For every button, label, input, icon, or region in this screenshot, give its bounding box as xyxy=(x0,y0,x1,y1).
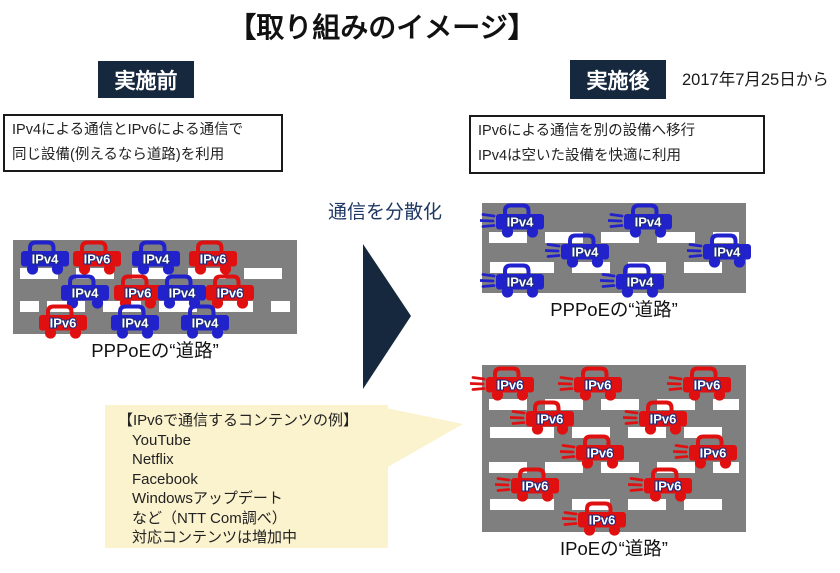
car-ipv4: IPv4 xyxy=(598,261,666,299)
lane-divider xyxy=(489,399,739,410)
svg-text:IPv6: IPv6 xyxy=(655,479,682,494)
ipv6-content-bubble: 【IPv6で通信するコンテンツの例】 YouTube Netflix Faceb… xyxy=(105,405,388,548)
svg-text:IPv6: IPv6 xyxy=(537,412,564,427)
lane-divider xyxy=(489,427,739,438)
car-ipv4: IPv4 xyxy=(95,302,161,340)
svg-text:IPv4: IPv4 xyxy=(507,275,535,290)
svg-text:IPv4: IPv4 xyxy=(169,286,197,301)
car-ipv6: IPv6 xyxy=(98,272,164,310)
road-caption-after-ipoe: IPoEの“道路” xyxy=(560,538,668,559)
svg-text:IPv6: IPv6 xyxy=(589,513,616,528)
car-ipv6: IPv6 xyxy=(626,465,694,503)
svg-text:IPv6: IPv6 xyxy=(700,446,727,461)
svg-text:IPv6: IPv6 xyxy=(84,252,111,267)
car-ipv6: IPv6 xyxy=(57,238,123,276)
svg-text:IPv4: IPv4 xyxy=(572,245,600,260)
car-ipv4: IPv4 xyxy=(685,231,753,269)
car-ipv4: IPv4 xyxy=(5,238,71,276)
before-info-line-1: IPv4による通信とIPv6による通信で xyxy=(12,122,244,138)
svg-text:IPv6: IPv6 xyxy=(522,479,549,494)
svg-text:IPv4: IPv4 xyxy=(192,316,220,331)
svg-text:IPv4: IPv4 xyxy=(635,215,663,230)
svg-text:IPv4: IPv4 xyxy=(507,215,535,230)
flow-arrow-icon xyxy=(363,244,411,389)
svg-text:IPv6: IPv6 xyxy=(650,412,677,427)
svg-text:IPv6: IPv6 xyxy=(200,252,227,267)
lane-divider xyxy=(20,301,290,312)
bubble-item-youtube: YouTube xyxy=(132,431,191,449)
car-ipv6: IPv6 xyxy=(508,398,576,436)
car-ipv4: IPv4 xyxy=(165,302,231,340)
car-ipv4: IPv4 xyxy=(142,272,208,310)
car-ipv6: IPv6 xyxy=(665,364,733,402)
car-ipv6: IPv6 xyxy=(468,364,536,402)
bubble-item-netflix: Netflix xyxy=(132,451,174,468)
svg-text:IPv4: IPv4 xyxy=(72,286,100,301)
car-ipv6: IPv6 xyxy=(671,432,739,470)
road-caption-after-pppoe: PPPoEの“道路” xyxy=(550,299,678,320)
svg-text:IPv6: IPv6 xyxy=(125,286,152,301)
car-ipv4: IPv4 xyxy=(606,201,674,239)
svg-text:IPv6: IPv6 xyxy=(585,378,612,393)
after-info-box: IPv6による通信を別の設備へ移行 IPv4は空いた設備を快適に利用 xyxy=(469,115,765,174)
svg-text:IPv4: IPv4 xyxy=(714,245,742,260)
svg-text:IPv6: IPv6 xyxy=(497,378,524,393)
after-info-line-1: IPv6による通信を別の設備へ移行 xyxy=(478,123,696,139)
after-badge: 実施後 xyxy=(570,60,666,99)
bubble-item-facebook: Facebook xyxy=(132,470,198,488)
car-ipv4: IPv4 xyxy=(478,261,546,299)
car-ipv4: IPv4 xyxy=(478,201,546,239)
car-ipv4: IPv4 xyxy=(116,238,182,276)
center-label: 通信を分散化 xyxy=(327,202,443,223)
svg-text:IPv4: IPv4 xyxy=(122,316,150,331)
after-info-line-2: IPv4は空いた設備を快適に利用 xyxy=(478,148,682,164)
bubble-item-etc: など（NTT Com調べ） xyxy=(132,509,287,527)
road-caption-before-pppoe: PPPoEの“道路” xyxy=(91,340,219,361)
car-ipv6: IPv6 xyxy=(560,499,628,537)
car-ipv6: IPv6 xyxy=(556,364,624,402)
car-ipv6: IPv6 xyxy=(190,272,256,310)
svg-text:IPv6: IPv6 xyxy=(217,286,244,301)
before-info-line-2: 同じ設備(例えるなら道路)を利用 xyxy=(12,147,225,163)
car-ipv6: IPv6 xyxy=(493,465,561,503)
car-ipv4: IPv4 xyxy=(543,231,611,269)
bubble-item-growing: 対応コンテンツは増加中 xyxy=(132,529,298,546)
lane-divider xyxy=(489,262,739,273)
car-ipv6: IPv6 xyxy=(23,302,89,340)
car-ipv6: IPv6 xyxy=(558,432,626,470)
lane-divider xyxy=(489,499,739,510)
svg-text:IPv4: IPv4 xyxy=(627,275,655,290)
bubble-tail xyxy=(386,408,463,468)
page-title: 【取り組みのイメージ】 xyxy=(228,12,536,43)
svg-text:IPv6: IPv6 xyxy=(694,378,721,393)
car-ipv6: IPv6 xyxy=(173,238,239,276)
svg-text:IPv6: IPv6 xyxy=(50,316,77,331)
car-ipv6: IPv6 xyxy=(621,398,689,436)
svg-text:IPv4: IPv4 xyxy=(143,252,171,267)
before-badge: 実施前 xyxy=(98,61,194,98)
svg-text:IPv4: IPv4 xyxy=(32,252,60,267)
before-info-box: IPv4による通信とIPv6による通信で 同じ設備(例えるなら道路)を利用 xyxy=(3,114,283,172)
lane-divider xyxy=(20,268,290,279)
lane-divider xyxy=(489,232,739,243)
svg-text:IPv6: IPv6 xyxy=(587,446,614,461)
bubble-title: 【IPv6で通信するコンテンツの例】 xyxy=(118,412,359,429)
bubble-item-windows-update: Windowsアップデート xyxy=(132,490,283,507)
start-date-label: 2017年7月25日から xyxy=(682,71,829,89)
